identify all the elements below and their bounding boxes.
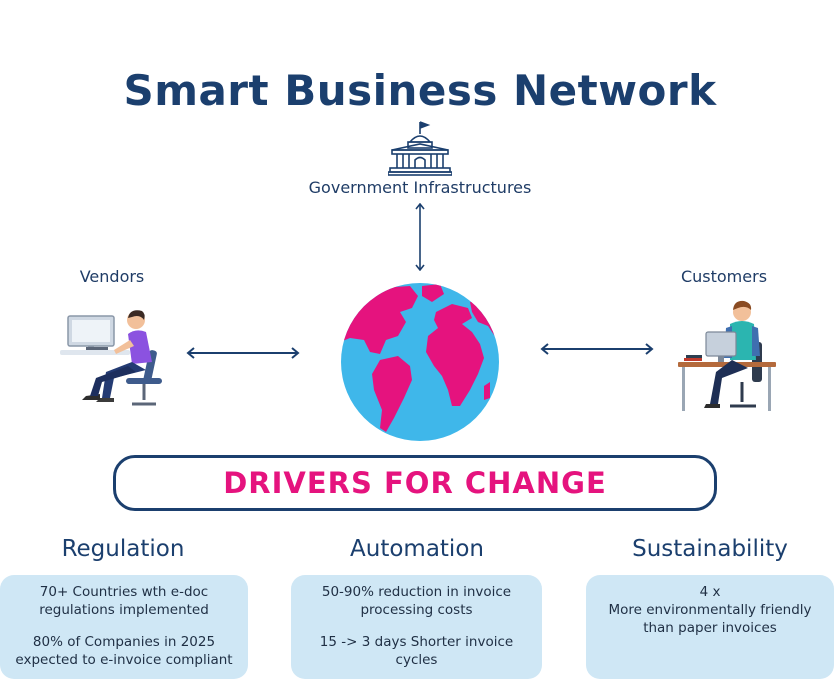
regulation-stat-countries: 70+ Countries wth e-doc regulations impl… [39, 584, 209, 618]
sustainability-multiplier: 4 x [699, 584, 721, 600]
person-at-computer-icon [56, 300, 174, 410]
pillar-title-regulation: Regulation [61, 536, 185, 562]
regulation-card: 70+ Countries wth e-doc regulations impl… [0, 575, 248, 679]
vendors-label: Vendors [79, 267, 145, 286]
automation-stat-cycles: 15 -> 3 days Shorter invoice cycles [319, 634, 514, 668]
sustainability-card: 4 x More environmentally friendly than p… [586, 575, 834, 679]
globe-icon [340, 282, 500, 442]
government-building-icon [388, 120, 452, 176]
customers-label: Customers [680, 267, 768, 286]
regulation-stat-companies: 80% of Companies in 2025 expected to e-i… [15, 634, 233, 668]
person-at-desk-icon [676, 298, 780, 414]
vendors-link-arrow [186, 343, 300, 363]
government-link-arrow [410, 203, 430, 271]
pillar-title-sustainability: Sustainability [632, 536, 788, 562]
automation-stat-costs: 50-90% reduction in invoice processing c… [321, 584, 512, 618]
customers-link-arrow [540, 339, 654, 359]
automation-card: 50-90% reduction in invoice processing c… [291, 575, 542, 679]
drivers-for-change-title: DRIVERS FOR CHANGE [223, 466, 607, 500]
pillar-title-automation: Automation [350, 536, 484, 562]
sustainability-description: More environmentally friendly than paper… [608, 602, 812, 636]
government-label: Government Infrastructures [308, 178, 532, 197]
page-title: Smart Business Network [123, 66, 717, 115]
drivers-for-change-box: DRIVERS FOR CHANGE [113, 455, 717, 511]
